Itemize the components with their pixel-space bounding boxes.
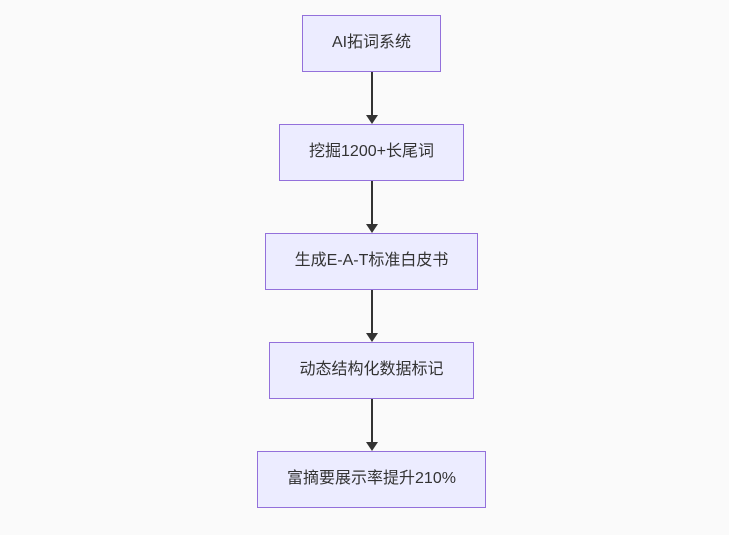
arrow-connector-2 bbox=[365, 181, 378, 233]
arrow-connector-3 bbox=[365, 290, 378, 342]
flow-node-label: AI拓词系统 bbox=[331, 34, 412, 52]
arrow-shaft bbox=[370, 399, 373, 442]
flow-node-label: 富摘要展示率提升210% bbox=[287, 470, 456, 488]
flow-node-step-2: 挖掘1200+长尾词 bbox=[279, 124, 464, 181]
arrow-shaft bbox=[370, 290, 373, 333]
flow-node-label: 生成E-A-T标准白皮书 bbox=[294, 252, 449, 270]
arrow-shaft bbox=[370, 181, 373, 224]
arrowhead-down-icon bbox=[365, 333, 378, 342]
flow-node-label: 动态结构化数据标记 bbox=[299, 361, 444, 379]
flow-node-step-3: 生成E-A-T标准白皮书 bbox=[264, 233, 479, 290]
flowchart: AI拓词系统 挖掘1200+长尾词 生成E-A-T标准白皮书 动态结构化数据标记 bbox=[7, 15, 729, 508]
flow-node-step-1: AI拓词系统 bbox=[301, 15, 442, 72]
flow-node-step-5: 富摘要展示率提升210% bbox=[257, 451, 486, 508]
arrowhead-down-icon bbox=[365, 442, 378, 451]
flow-node-label: 挖掘1200+长尾词 bbox=[309, 143, 434, 161]
arrowhead-down-icon bbox=[365, 115, 378, 124]
arrow-shaft bbox=[370, 72, 373, 115]
arrow-connector-1 bbox=[365, 72, 378, 124]
flow-node-step-4: 动态结构化数据标记 bbox=[269, 342, 474, 399]
arrow-connector-4 bbox=[365, 399, 378, 451]
arrowhead-down-icon bbox=[365, 224, 378, 233]
